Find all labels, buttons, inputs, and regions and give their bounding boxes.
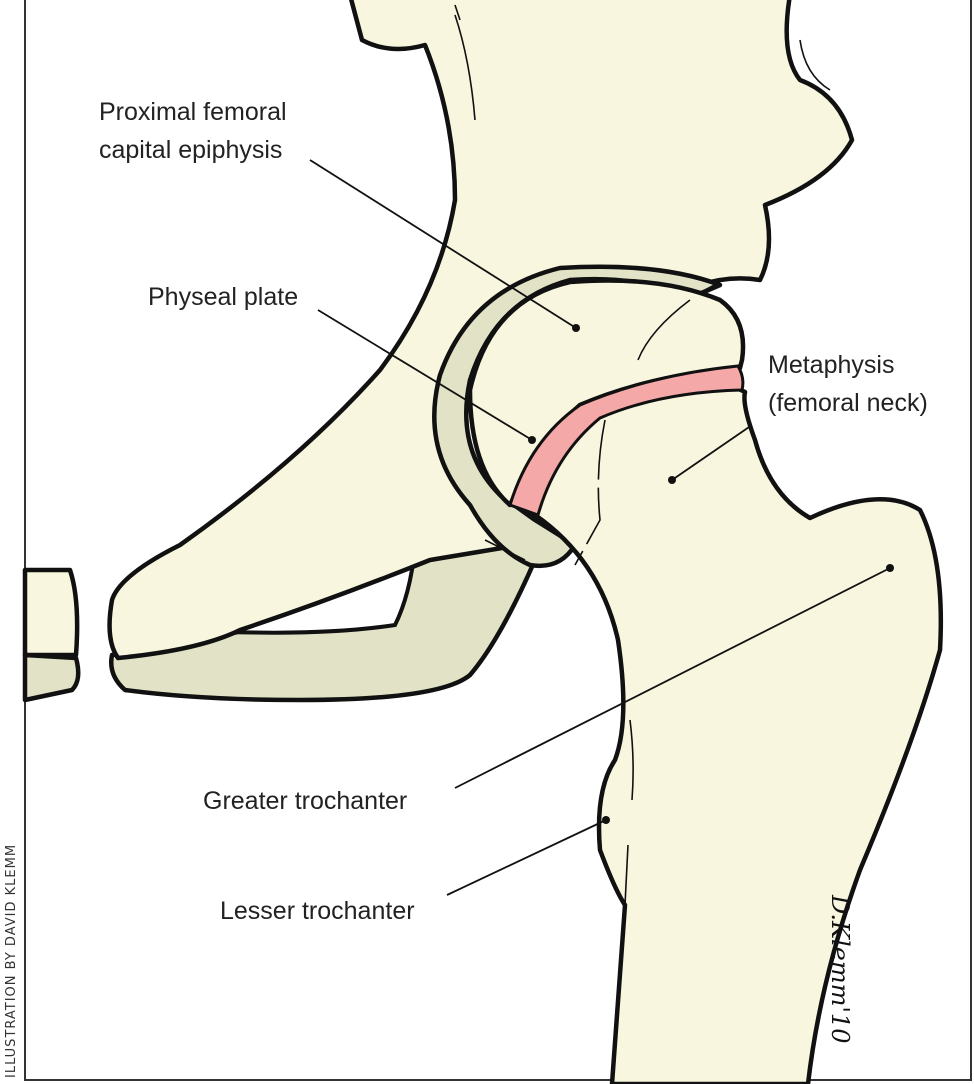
- leader-greater-trochanter: [454, 564, 894, 789]
- pubis-fragment: [22, 567, 80, 658]
- label-metaphysis-line1: Metaphysis: [768, 351, 894, 379]
- pubis-fragment-lower: [22, 652, 81, 703]
- leader-metaphysis: [668, 424, 753, 484]
- artist-signature: D.Klemm'10: [826, 894, 854, 1043]
- leader-lesser-trochanter: [446, 816, 610, 896]
- contour-line: [799, 39, 831, 91]
- ilium: [107, 0, 855, 661]
- contour-line: [637, 281, 721, 361]
- label-physeal-plate: Physeal plate: [148, 283, 298, 311]
- label-greater-trochanter: Greater trochanter: [203, 787, 407, 815]
- leader-epiphysis: [309, 159, 580, 332]
- femur: [532, 367, 944, 1084]
- contour-line: [484, 539, 526, 561]
- contour-line: [574, 419, 606, 566]
- leader-physeal-plate: [317, 309, 536, 444]
- label-lesser-trochanter: Lesser trochanter: [220, 897, 415, 925]
- label-epiphysis-line2: capital epiphysis: [99, 136, 282, 164]
- contour-line: [454, 4, 476, 121]
- illustration-credit: ILLUSTRATION BY DAVID KLEMM: [4, 844, 19, 1078]
- label-epiphysis-line1: Proximal femoral: [99, 98, 287, 126]
- contour-line: [624, 719, 634, 906]
- label-metaphysis-line2: (femoral neck): [768, 389, 928, 417]
- physeal-plate: [508, 364, 745, 517]
